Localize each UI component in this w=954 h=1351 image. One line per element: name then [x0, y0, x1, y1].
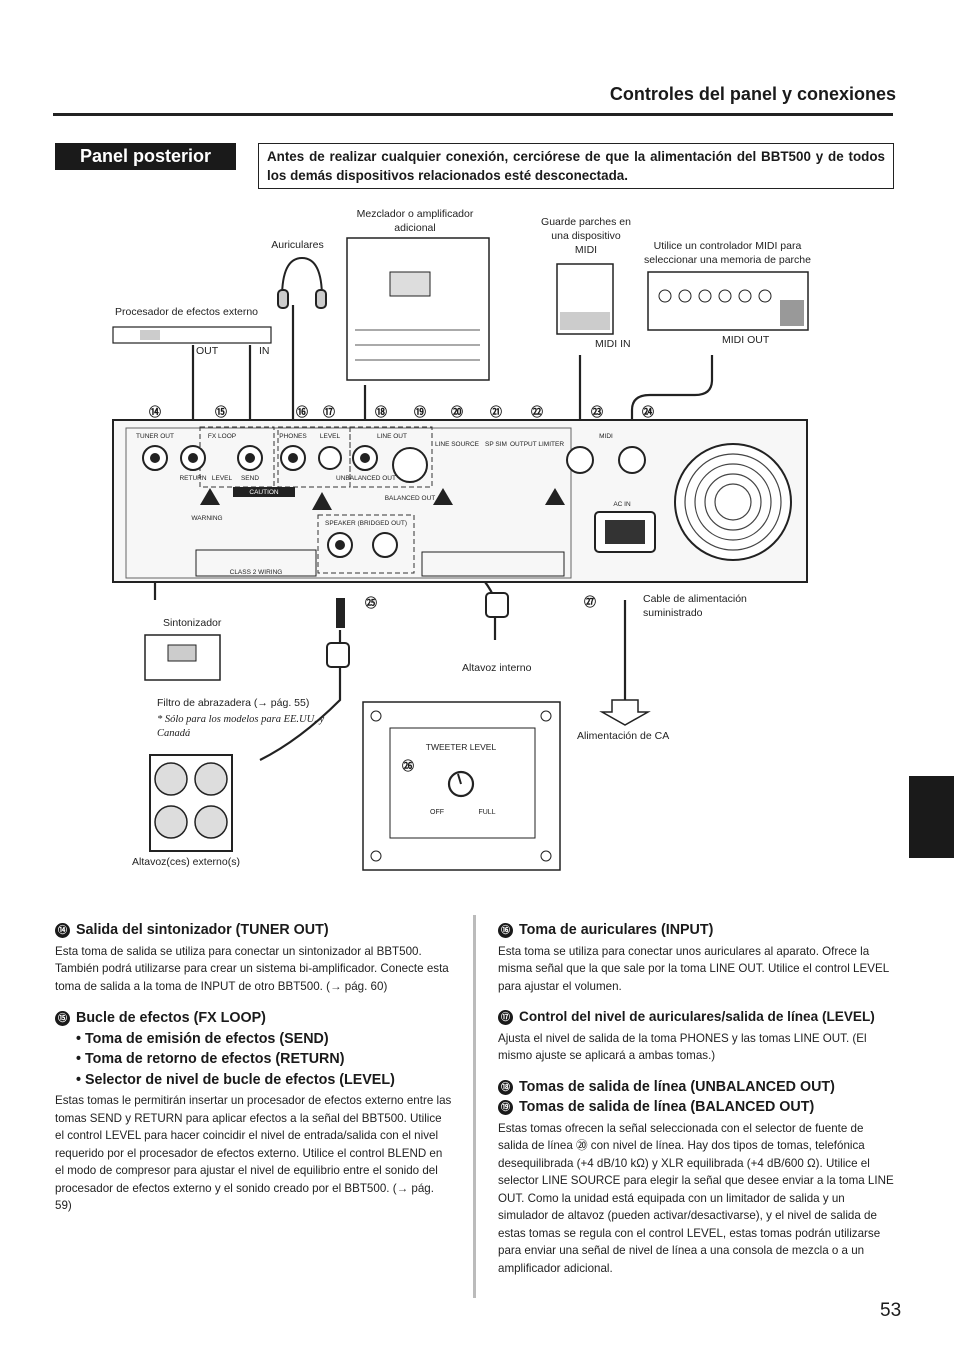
- midi-storage-device: [556, 263, 614, 335]
- label-mixer: Mezclador o amplificador adicional: [356, 208, 474, 234]
- callout-14: ⑭: [149, 404, 161, 419]
- tweeter-full-label: FULL: [478, 809, 495, 816]
- headphones-device: [277, 256, 327, 309]
- body-17: Ajusta el nivel de salida de la toma PHO…: [498, 1031, 867, 1063]
- panel-sp-sim: SP SIM: [485, 441, 507, 448]
- callout-15: ⑮: [215, 404, 227, 419]
- midi-controller-device: [647, 271, 809, 331]
- heading-15: ⑮ Bucle de efectos (FX LOOP): [55, 1008, 452, 1029]
- tweeter-level-label: TWEETER LEVEL: [426, 742, 497, 752]
- label-tuner: Sintonizador: [163, 617, 222, 629]
- heading-18: ⑱ Tomas de salida de línea (UNBALANCED O…: [498, 1077, 895, 1098]
- label-clamp-note: * Sólo para los modelos para EE.UU. y Ca…: [157, 714, 325, 739]
- label-external-speakers: Altavoz(ces) externo(s): [132, 856, 240, 868]
- callout-25: ㉕: [365, 595, 377, 610]
- label-midi-controller: Utilice un controlador MIDI para selecci…: [644, 240, 811, 266]
- speaker-cable: [259, 630, 342, 761]
- callout-23: ㉓: [591, 404, 603, 419]
- panel-phones: PHONES: [279, 433, 307, 440]
- callout-18: ⑱: [375, 404, 387, 419]
- label-fx-processor: Procesador de efectos externo: [115, 306, 259, 318]
- number-badge-14: ⑭: [55, 923, 70, 938]
- bullet-15-send: • Toma de emisión de efectos (SEND): [76, 1030, 329, 1047]
- label-midi-in: MIDI IN: [595, 338, 631, 350]
- panel-line-out: LINE OUT: [377, 433, 407, 440]
- number-badge-18: ⑱: [498, 1079, 513, 1095]
- panel-level: LEVEL: [320, 433, 341, 440]
- external-speaker-cabinet: [149, 754, 233, 852]
- panel-level-fx: LEVEL: [212, 475, 233, 482]
- fx-processor-device: [112, 326, 272, 344]
- label-ac-power: Alimentación de CA: [577, 730, 670, 742]
- section-title: Panel posterior: [55, 143, 236, 170]
- callout-26: ㉖: [402, 758, 414, 773]
- callout-20: ⑳: [451, 404, 463, 419]
- panel-ac-in: AC IN: [613, 501, 631, 508]
- callout-16: ⑯: [296, 404, 308, 419]
- body-19: Estas tomas ofrecen la señal seleccionad…: [498, 1121, 894, 1275]
- panel-output-limiter: OUTPUT LIMITER: [510, 441, 564, 448]
- tuner-device: [144, 634, 221, 681]
- label-internal-speaker: Altavoz interno: [462, 662, 532, 674]
- heading-16: ⑯ Toma de auriculares (INPUT): [498, 920, 895, 941]
- panel-unbalanced-out: UNBALANCED OUT: [336, 475, 396, 482]
- ac-arrow: [599, 699, 651, 726]
- panel-send: SEND: [241, 475, 259, 482]
- mixer-device: [346, 237, 490, 381]
- midi-out-cable: [630, 355, 714, 452]
- panel-return: RETURN: [179, 475, 206, 482]
- panel-caution: CAUTION: [249, 489, 279, 496]
- panel-speaker-bridged: SPEAKER (BRIDGED OUT): [325, 520, 407, 527]
- body-14: Esta toma de salida se utiliza para cone…: [55, 944, 449, 993]
- body-15: Estas tomas le permitirán insertar un pr…: [55, 1094, 452, 1212]
- speaker-plug: [336, 598, 345, 628]
- callout-21: ㉑: [490, 404, 502, 419]
- page-number: 53: [880, 1300, 902, 1321]
- number-badge-16: ⑯: [498, 923, 513, 938]
- panel-balanced-out: BALANCED OUT: [385, 495, 436, 502]
- label-patch-storage: Guarde parches en una dispositivo MIDI: [541, 216, 631, 256]
- connection-diagram: ⑭ ⑮ ⑯ ⑰ ⑱ ⑲ ⑳ ㉑ ㉒ ㉓ ㉔ ㉕ ㉖ ㉗ TUNER OUT FX…: [112, 237, 809, 871]
- header-rule: [53, 113, 893, 116]
- callout-19: ⑲: [414, 404, 426, 419]
- callout-22: ㉒: [531, 404, 543, 419]
- bullet-15-level: • Selector de nivel de bucle de efectos …: [76, 1071, 395, 1088]
- label-fx-out: OUT: [196, 345, 219, 357]
- label-midi-out: MIDI OUT: [722, 334, 770, 346]
- tweeter-panel: [362, 701, 561, 871]
- label-fx-in: IN: [259, 345, 270, 357]
- panel-fx-loop: FX LOOP: [208, 433, 236, 440]
- label-power-cable: Cable de alimentación suministrado: [643, 593, 747, 619]
- callout-24: ㉔: [642, 404, 654, 419]
- panel-midi: MIDI: [599, 433, 613, 440]
- heading-19: ⑲ Tomas de salida de línea (BALANCED OUT…: [498, 1097, 895, 1118]
- panel-warning: WARNING: [191, 515, 222, 522]
- clamp-filter-1: [326, 642, 350, 668]
- callout-27: ㉗: [584, 594, 596, 609]
- left-column: ⑭ Salida del sintonizador (TUNER OUT) Es…: [55, 920, 452, 1215]
- page-header-title: Controles del panel y conexiones: [609, 84, 896, 104]
- heading-17: ⑰ Control del nivel de auriculares/salid…: [498, 1007, 895, 1028]
- number-badge-15: ⑮: [55, 1011, 70, 1026]
- heading-14: ⑭ Salida del sintonizador (TUNER OUT): [55, 920, 452, 941]
- callout-17: ⑰: [323, 404, 335, 419]
- right-column: ⑯ Toma de auriculares (INPUT) Esta toma …: [498, 920, 895, 1277]
- number-badge-19: ⑲: [498, 1100, 513, 1115]
- number-badge-17: ⑰: [498, 1010, 513, 1025]
- bullet-15-return: • Toma de retorno de efectos (RETURN): [76, 1051, 345, 1067]
- rear-panel: [112, 419, 808, 583]
- panel-tuner-out: TUNER OUT: [136, 433, 174, 440]
- label-clamp-filter: Filtro de abrazadera (→ pág. 55): [157, 697, 310, 709]
- body-16: Esta toma se utiliza para conectar unos …: [498, 944, 889, 993]
- section-tab: [909, 776, 954, 858]
- panel-line-source: LINE SOURCE: [435, 441, 480, 448]
- tweeter-off-label: OFF: [430, 809, 444, 816]
- column-divider: [473, 915, 476, 1298]
- clamp-filter-2: [485, 592, 509, 618]
- label-headphones: Auriculares: [271, 239, 324, 251]
- panel-class2: CLASS 2 WIRING: [230, 569, 283, 576]
- warning-box: Antes de realizar cualquier conexión, ce…: [258, 143, 894, 189]
